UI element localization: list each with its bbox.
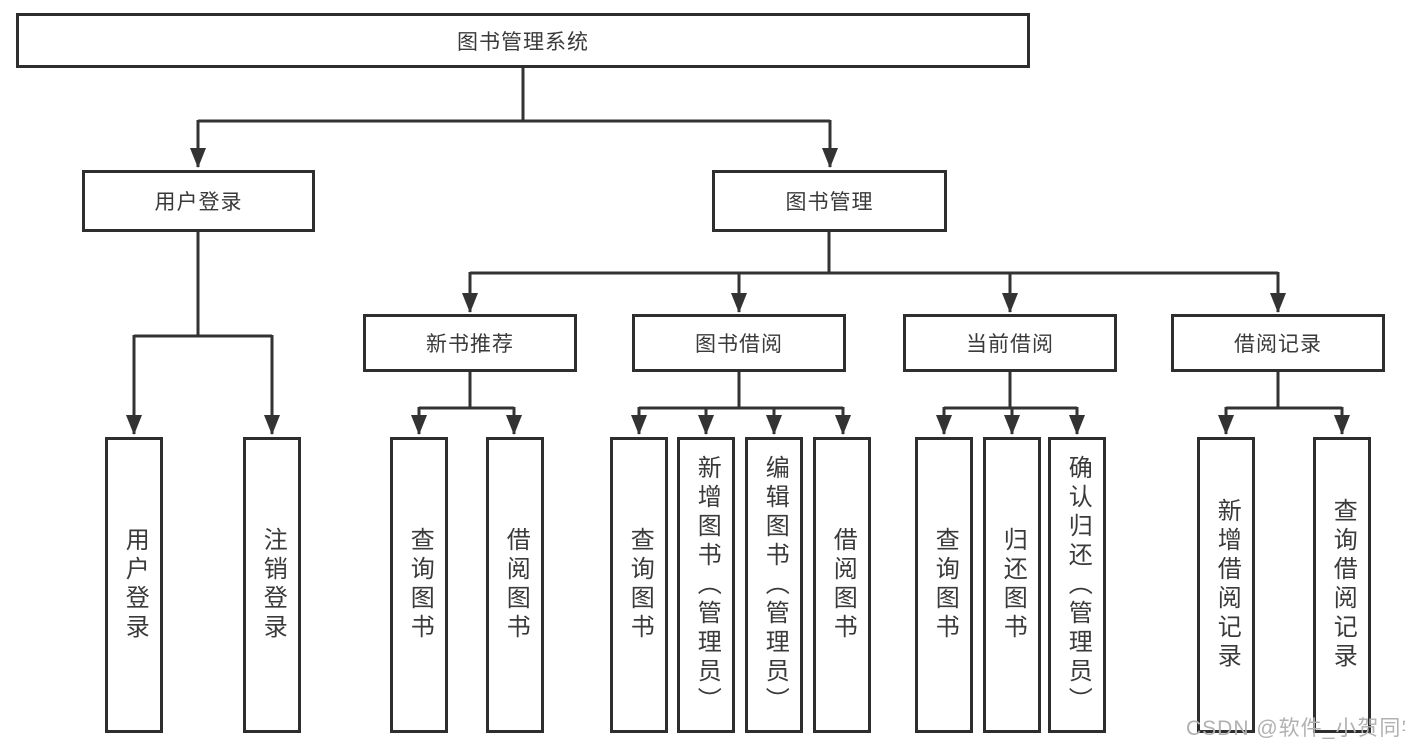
node-label: 查询图书	[406, 527, 434, 643]
node-label: 新书推荐	[426, 333, 514, 356]
node-label: 查询借阅记录	[1329, 498, 1357, 672]
node-label: 借阅图书	[502, 527, 530, 643]
node-label: 查询图书	[626, 527, 654, 643]
node-new-book-recommend: 新书推荐	[363, 314, 577, 372]
leaf-logout: 注销登录	[243, 437, 301, 733]
node-library-management-system: 图书管理系统	[16, 13, 1030, 68]
leaf-query-books-current: 查询图书	[915, 437, 973, 733]
node-label: 当前借阅	[966, 333, 1054, 356]
node-book-borrowing: 图书借阅	[632, 314, 846, 372]
node-label: 用户登录	[154, 191, 243, 214]
leaf-query-books-recommend: 查询图书	[390, 437, 448, 733]
connector-user-login-to-leaves	[126, 232, 280, 435]
leaf-borrow-books: 借阅图书	[813, 437, 871, 733]
node-label: 图书借阅	[695, 333, 783, 356]
node-label: 确认归还（管理员）	[1064, 454, 1092, 716]
node-current-borrowing: 当前借阅	[903, 314, 1117, 372]
leaf-edit-books-admin: 编辑图书（管理员）	[745, 437, 803, 733]
node-label: 图书管理系统	[457, 30, 589, 54]
leaf-add-borrow-record: 新增借阅记录	[1197, 437, 1255, 733]
connector-book-management-to-level3	[462, 232, 1286, 313]
csdn-watermark: CSDN @软件_小贺同学	[1186, 717, 1405, 740]
connector-book-borrow-to-leaves	[631, 371, 851, 435]
node-borrowing-records: 借阅记录	[1171, 314, 1385, 372]
node-book-management: 图书管理	[712, 170, 947, 232]
node-label: 归还图书	[999, 527, 1027, 643]
leaf-query-books: 查询图书	[610, 437, 668, 733]
node-label: 新增图书（管理员）	[693, 454, 721, 716]
node-label: 借阅图书	[829, 527, 857, 643]
node-label: 新增借阅记录	[1213, 498, 1241, 672]
node-label: 用户登录	[121, 527, 149, 643]
leaf-borrow-books-recommend: 借阅图书	[486, 437, 544, 733]
leaf-user-login: 用户登录	[105, 437, 163, 733]
node-label: 图书管理	[785, 191, 874, 214]
connector-new-book-to-leaves	[411, 371, 522, 435]
node-label: 编辑图书（管理员）	[761, 454, 789, 716]
connector-root-to-level2	[190, 68, 838, 168]
node-label: 查询图书	[931, 527, 959, 643]
connector-current-borrow-to-leaves	[936, 371, 1085, 435]
connector-borrow-records-to-leaves	[1218, 371, 1350, 435]
node-label: 借阅记录	[1234, 333, 1322, 356]
node-user-login: 用户登录	[82, 170, 315, 232]
leaf-return-books: 归还图书	[983, 437, 1041, 733]
node-label: 注销登录	[259, 527, 287, 643]
leaf-confirm-return-admin: 确认归还（管理员）	[1048, 437, 1106, 733]
leaf-add-books-admin: 新增图书（管理员）	[677, 437, 735, 733]
leaf-query-borrow-record: 查询借阅记录	[1313, 437, 1371, 733]
